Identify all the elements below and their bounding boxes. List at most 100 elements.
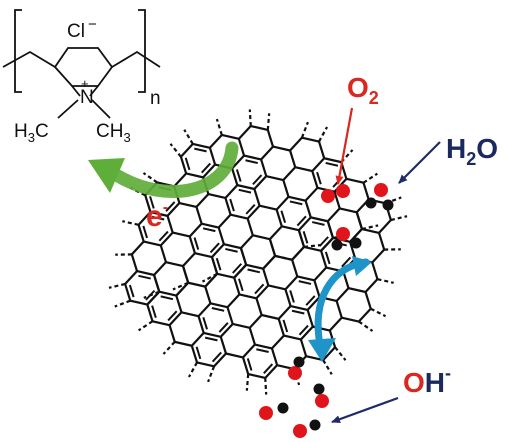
carbon-bond <box>283 334 302 341</box>
carbon-bond <box>188 222 203 238</box>
carbon-bond <box>266 175 284 182</box>
double-bond <box>252 174 263 186</box>
double-bond <box>289 290 295 303</box>
edge-bond <box>172 281 189 291</box>
double-bond <box>311 221 325 226</box>
carbon-bond <box>175 282 190 297</box>
edge-bond <box>358 320 374 332</box>
carbon-bond <box>284 275 299 291</box>
edge-bond <box>303 244 321 249</box>
double-bond <box>298 280 312 285</box>
carbon-bond <box>275 209 283 227</box>
carbon-bond <box>242 343 256 359</box>
carbon-bond <box>262 268 270 286</box>
edge-bond <box>162 341 176 355</box>
carbon-bond <box>131 240 145 256</box>
edge-bond <box>169 143 182 158</box>
carbon-bond <box>237 184 255 191</box>
double-bond <box>282 319 289 333</box>
carbon-bond <box>239 247 248 266</box>
carbon-bond <box>306 309 314 327</box>
carbon-bond <box>301 136 320 143</box>
carbon-bond <box>250 124 269 131</box>
carbon-bond <box>137 211 152 226</box>
double-bond <box>245 159 258 165</box>
carbon-bond <box>300 325 314 341</box>
double-bond <box>245 203 256 215</box>
graphene-edge-bonds <box>108 109 408 395</box>
carbon-bond <box>225 352 244 359</box>
double-bond <box>193 237 200 250</box>
carbon-bond <box>168 311 183 326</box>
hydrogen-atom <box>365 197 377 209</box>
carbon-bond <box>173 172 187 188</box>
carbon-bond <box>209 134 223 149</box>
carbon-bond <box>240 234 254 249</box>
carbon-bond <box>253 175 268 190</box>
repeat-index: n <box>150 88 161 109</box>
carbon-bond <box>298 216 312 231</box>
carbon-bond <box>208 193 226 200</box>
edge-bond <box>248 109 252 127</box>
carbon-bond <box>219 336 227 354</box>
double-bond <box>184 157 191 171</box>
carbon-bond <box>168 324 176 343</box>
ring-n-bonds <box>71 85 99 97</box>
carbon-bond <box>146 304 154 322</box>
double-bond <box>160 295 174 301</box>
double-bond <box>128 284 135 298</box>
methyl-bond-left <box>57 99 79 119</box>
methyl-bond-right <box>91 99 111 119</box>
left-bracket <box>14 9 22 93</box>
double-bond <box>247 268 261 274</box>
carbon-bond <box>231 154 245 170</box>
carbon-bond <box>226 293 241 308</box>
carbon-bond <box>130 254 139 272</box>
carbon-bond <box>181 311 199 318</box>
carbon-bond <box>326 207 341 222</box>
double-bond <box>229 198 235 212</box>
carbon-bond <box>320 250 328 268</box>
carbon-bond <box>289 150 297 168</box>
edge-bond <box>390 215 408 222</box>
hydroxide-pointer-arrow <box>331 396 399 424</box>
edge-bond <box>187 361 198 378</box>
carbon-bond <box>294 166 313 173</box>
carbon-bond <box>216 272 235 279</box>
carbon-bond <box>179 201 197 208</box>
carbon-bond <box>252 234 271 241</box>
double-bond <box>316 171 322 185</box>
carbon-bond <box>377 232 386 250</box>
carbon-bond <box>329 316 343 332</box>
graphene-sheet <box>124 124 392 380</box>
carbon-bond <box>208 147 217 165</box>
hydroxide-label: OH- <box>403 363 451 398</box>
carbon-bond <box>188 236 196 254</box>
carbon-bond <box>219 323 234 338</box>
edge-bond <box>322 359 333 375</box>
carbon-bond <box>211 243 225 258</box>
carbon-bond <box>313 280 321 298</box>
carbon-bond <box>181 265 190 284</box>
carbon-bond <box>282 179 290 198</box>
carbon-bond <box>362 182 370 200</box>
carbon-bond <box>255 284 270 300</box>
carbon-bond <box>304 200 312 218</box>
carbon-bond <box>185 172 204 179</box>
double-bond <box>341 256 352 268</box>
double-bond <box>302 230 309 244</box>
carbon-bond <box>378 219 392 234</box>
edge-bond <box>318 126 329 143</box>
nitrogen-label: N <box>80 87 94 108</box>
hydrogen-atom <box>309 419 321 431</box>
carbon-bond <box>233 277 241 295</box>
carbon-bond <box>364 291 372 310</box>
carbon-bond <box>158 290 177 297</box>
carbon-bond <box>268 238 277 257</box>
double-bond <box>142 225 149 239</box>
edge-bond <box>377 278 394 284</box>
double-bond <box>289 200 303 206</box>
hydrogen-atom <box>313 383 325 395</box>
double-bond <box>324 251 331 265</box>
